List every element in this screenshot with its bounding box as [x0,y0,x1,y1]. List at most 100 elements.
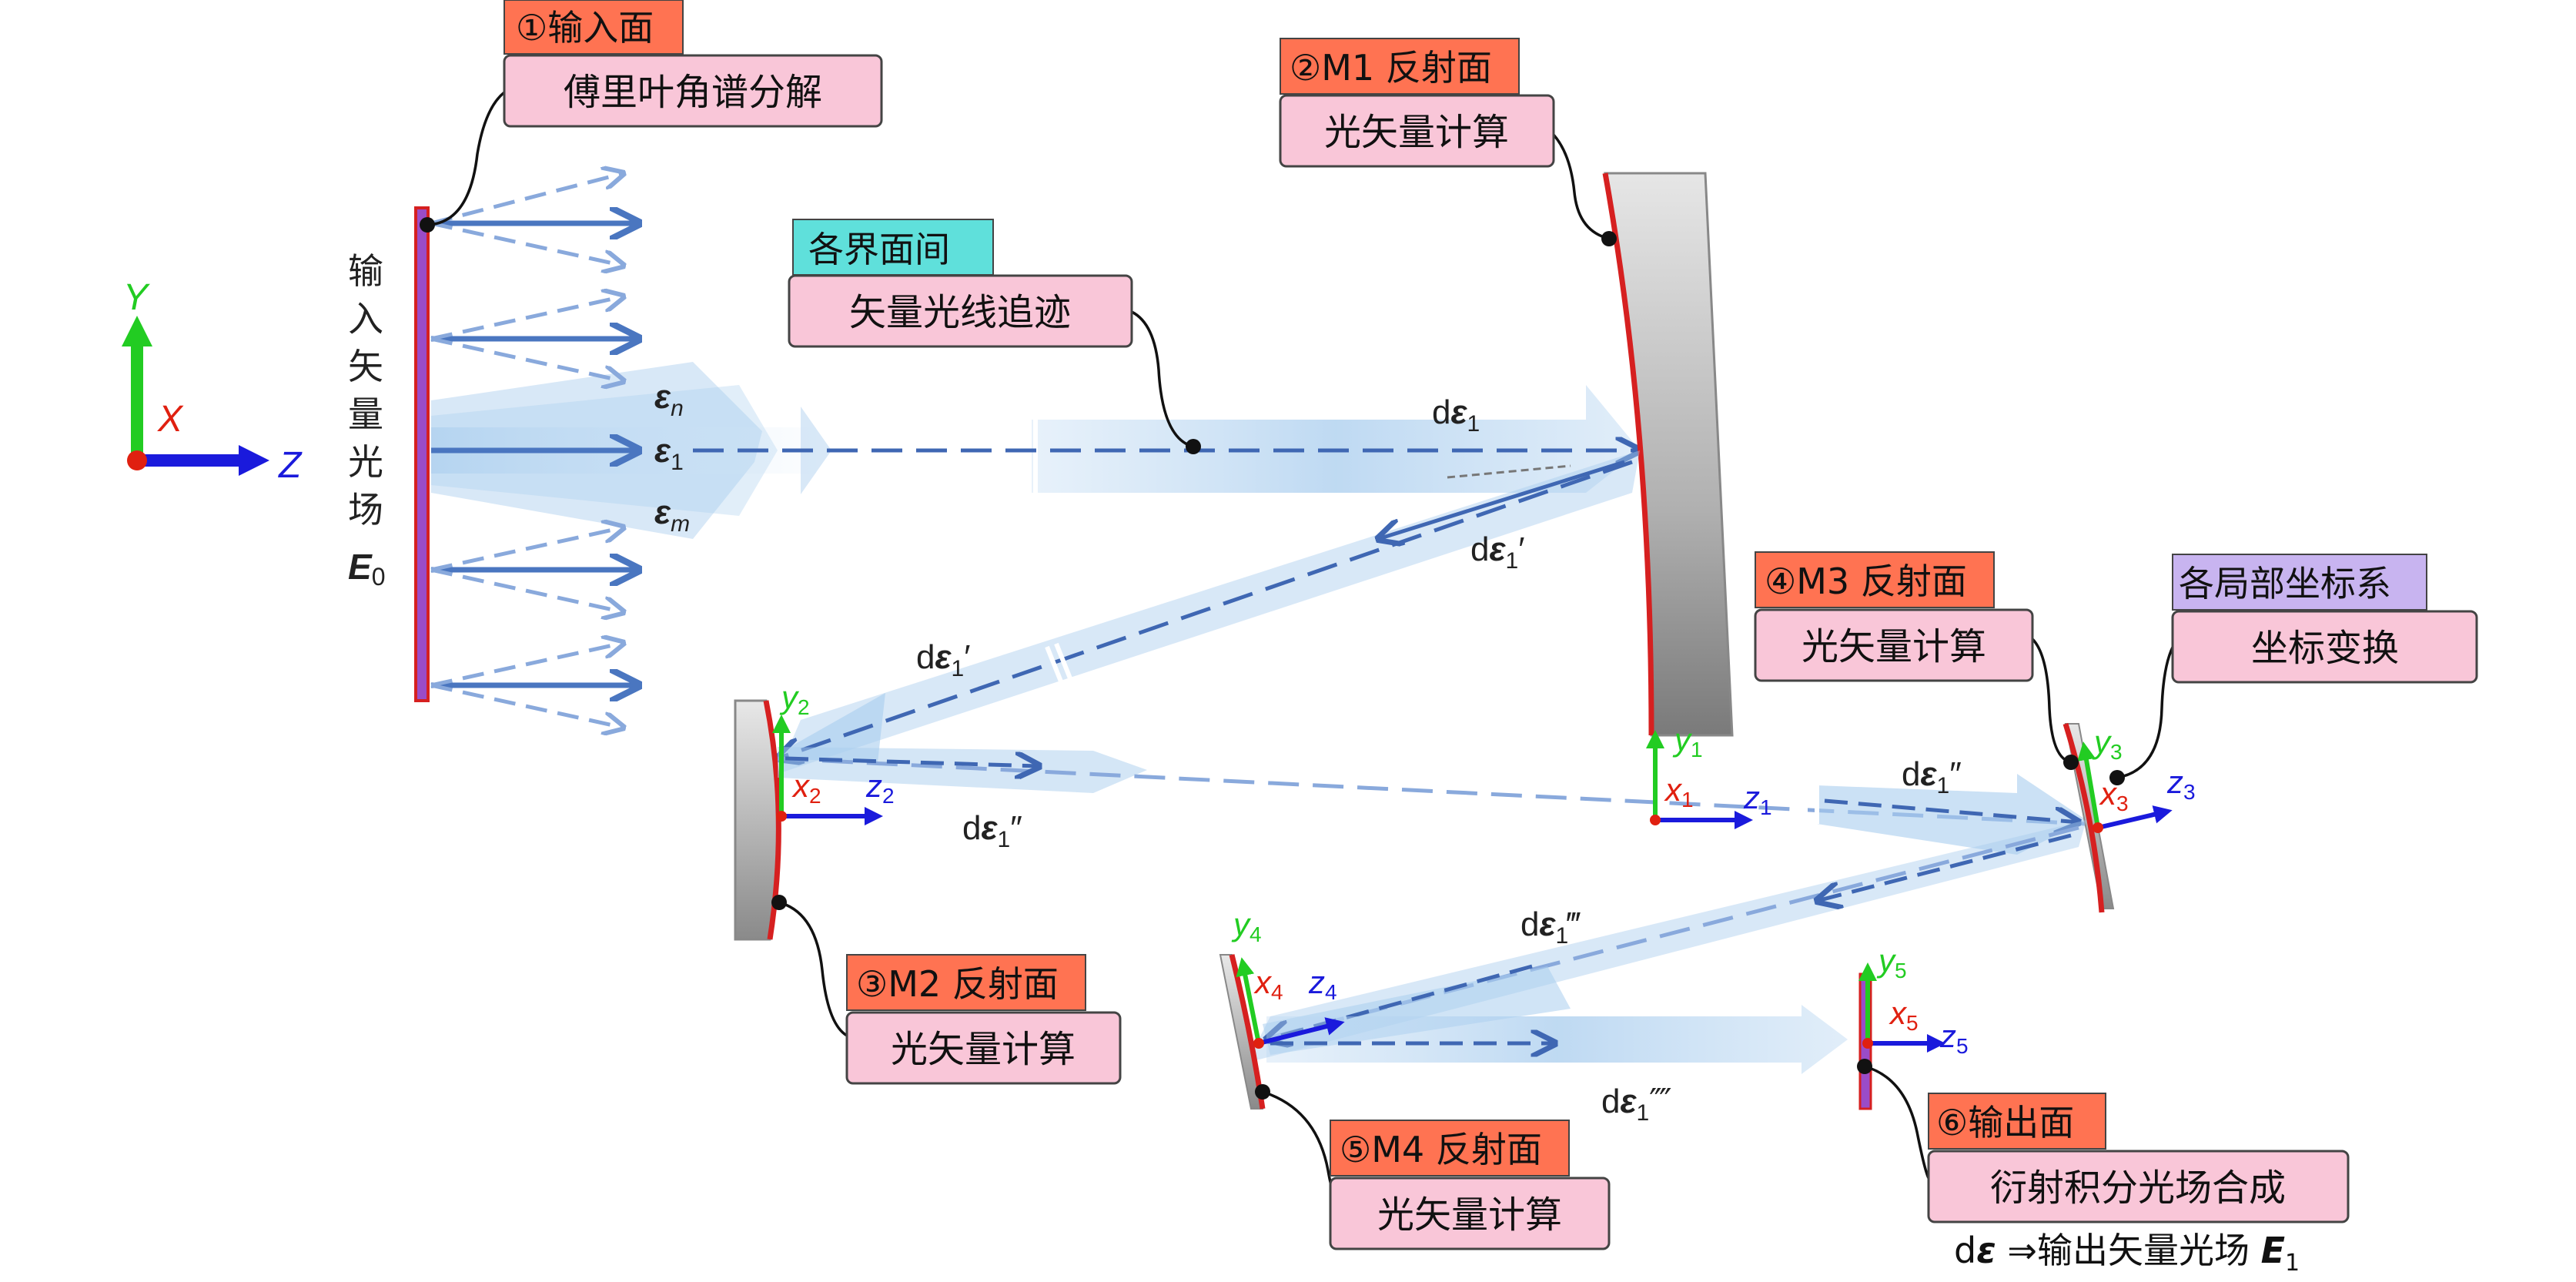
svg-text:dε1′: dε1′ [916,638,970,681]
c5-y-sub: 5 [1895,959,1907,982]
input-field-char-3: 量 [348,393,383,435]
eps-n-sub: n [671,396,684,421]
svg-text:εn: εn [654,378,684,421]
label-local-coords: 各局部坐标系 坐标变换 [2171,554,2478,684]
ray-r4-prime: ⁗ [1649,1083,1671,1120]
c2-y: y [779,679,800,715]
svg-text:x5: x5 [1889,995,1919,1035]
svg-text:z1: z1 [1743,779,1772,819]
ray-r1a-d: d [1470,531,1489,568]
label-m4: ⑤M4 反射面 光矢量计算 [1329,1120,1611,1250]
c2-x: x [791,768,811,804]
ray-r3b-sub: 1 [1556,923,1569,949]
label-m3: ④M3 反射面 光矢量计算 [1754,551,2034,682]
ray-r1b-prime: ′ [964,638,970,676]
m4-title: ⑤M4 反射面 [1340,1129,1542,1170]
output-plane-desc: 衍射积分光场合成 [1990,1167,2286,1210]
ray-r4-sub: 1 [1637,1100,1650,1126]
m2-title: ③M2 反射面 [856,963,1059,1005]
mirror-m3 [2062,722,2115,913]
ray-r4-eps: ε [1620,1083,1637,1120]
c5-z: z [1939,1018,1956,1054]
c1-y: y [1672,721,1693,758]
leader-dots [420,217,2125,1100]
input-field-char-2: 矢 [348,346,383,387]
svg-text:z5: z5 [1939,1018,1969,1058]
beam-m1-to-m2: dε1′ dε1′ [770,450,1640,774]
input-field-symbol: E [348,547,373,587]
global-axes: Y X Z [122,277,303,486]
c1-z-sub: 1 [1760,795,1772,819]
m3-title: ④M3 反射面 [1765,561,1967,602]
input-field-char-5: 场 [348,489,383,531]
m1-desc: 光矢量计算 [1324,111,1509,154]
input-field-char-4: 光 [348,441,383,483]
ray-r0-sub: 1 [1467,411,1480,437]
m3-desc: 光矢量计算 [1802,625,1986,668]
svg-text:ε1: ε1 [654,432,684,475]
ray-r3b-prime: ‴ [1567,905,1581,943]
ray-r2-sub: 1 [998,827,1011,852]
global-y-label: Y [123,277,150,318]
c3-y-sub: 3 [2110,740,2123,764]
svg-text:dε1′: dε1′ [1470,531,1524,574]
label-m1: ②M1 反射面 光矢量计算 [1279,38,1555,168]
output-formula-d: d [1954,1230,1976,1271]
svg-text:εm: εm [654,494,690,537]
c3-x-sub: 3 [2116,792,2129,815]
global-x-label: X [157,399,184,440]
c4-y-sub: 4 [1250,922,1262,946]
c4-x-sub: 4 [1271,980,1283,1004]
eps-n-symbol: ε [654,378,671,416]
label-output-plane: ⑥输出面 衍射积分光场合成 [1927,1093,2350,1223]
interfaces-title: 各界面间 [808,229,950,270]
ray-r3a-prime: ″ [1949,755,1962,793]
svg-text:y3: y3 [2092,724,2123,764]
svg-text:y2: y2 [779,679,810,719]
c2-y-sub: 2 [798,695,810,719]
ray-r3a-sub: 1 [1937,773,1950,798]
c3-z-sub: 3 [2183,780,2196,804]
ray-r2-prime: ″ [1010,809,1022,847]
svg-text:dε1: dε1 [1432,393,1480,437]
interfaces-desc: 矢量光线追迹 [849,291,1071,334]
ray-r1a-sub: 1 [1506,548,1519,574]
input-field-label: 输 入 矢 量 光 场 E0 [348,250,385,591]
svg-text:z3: z3 [2166,764,2196,804]
beam-m2-to-m3: dε1″ dε1″ [777,747,2087,855]
c4-z-sub: 4 [1325,980,1337,1004]
label-input-plane: ①输入面 傅里叶角谱分解 [503,0,883,128]
output-formula-sub: 1 [2285,1250,2300,1277]
svg-text:z2: z2 [865,768,895,808]
ray-r1b-eps: ε [935,638,952,676]
svg-text:E0: E0 [348,547,385,591]
ray-r1a-prime: ′ [1518,531,1524,568]
c5-y: y [1876,942,1897,979]
local-coords-title: 各局部坐标系 [2179,563,2391,604]
c1-y-sub: 1 [1691,738,1703,762]
ray-r2-d: d [962,809,981,847]
c3-y: y [2092,724,2113,760]
c2-z-sub: 2 [882,784,895,808]
output-formula-symbol: E [2261,1230,2285,1271]
c1-x: x [1664,772,1683,808]
c2-x-sub: 2 [809,784,821,808]
eps-m-symbol: ε [654,494,671,531]
label-m2: ③M2 反射面 光矢量计算 [845,954,1122,1085]
mirror-m1 [1602,172,1734,737]
svg-text:x2: x2 [791,768,821,808]
local-axes-2: y2 x2 z2 [772,679,895,825]
ray-r3a-eps: ε [1920,755,1937,793]
output-formula-text: ⇒输出矢量光场 [1996,1230,2261,1271]
ray-r1b-d: d [916,638,935,676]
ray-r3a-d: d [1902,755,1920,793]
ray-r2-eps: ε [981,809,998,847]
local-axes-5: y5 x5 z5 [1858,942,1969,1058]
c5-x: x [1889,995,1908,1031]
c4-x: x [1253,964,1273,1000]
c1-x-sub: 1 [1681,788,1694,812]
beam-input-to-m1: dε1 [693,385,1640,493]
local-coords-desc: 坐标变换 [2251,627,2399,670]
beam-m4-to-output: dε1⁗ [1266,1005,1848,1126]
